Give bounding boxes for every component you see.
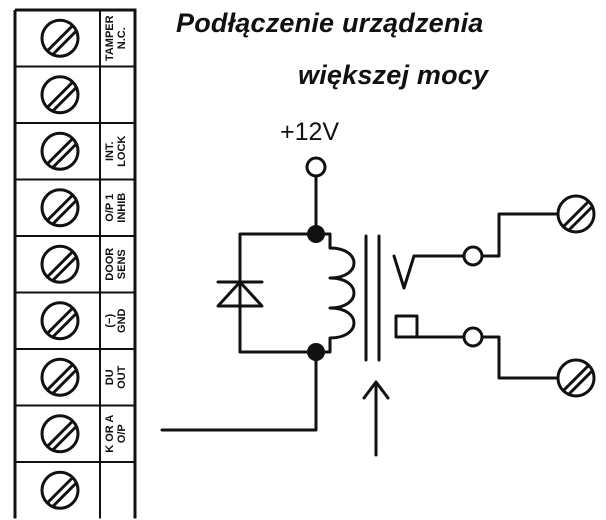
relay-coil-icon (314, 232, 356, 354)
diagram-title-line-2: większej mocy (298, 60, 489, 90)
contact-lower-terminal (462, 326, 484, 348)
terminal-label: DOOR (104, 248, 116, 281)
terminal-screw-icon (40, 75, 80, 115)
terminal-label: INHIB (116, 193, 128, 223)
contact-upper-icon (392, 254, 416, 290)
wiring (160, 156, 560, 457)
terminal-label: K OR A (104, 415, 116, 453)
contact-upper-terminal (462, 245, 484, 267)
terminal-label: DU (104, 369, 116, 385)
terminal-screw-icon (40, 188, 80, 228)
load-screw-top-icon (556, 194, 596, 234)
terminal-screw-icon (40, 301, 80, 341)
terminal-label: SENS (116, 249, 128, 279)
supply-terminal (305, 156, 327, 178)
terminal-screw-icon (40, 131, 80, 171)
terminal-label: N.C. (116, 27, 128, 49)
contact-lower-icon (394, 314, 419, 339)
diagram-title-line-1: Podłączenie urządzenia (176, 8, 484, 38)
terminal-screw-icon (40, 414, 80, 454)
terminal-screw-icon (40, 244, 80, 284)
terminal-label: TAMPER (104, 15, 116, 61)
terminal-label: LOCK (116, 136, 128, 167)
terminal-screw-icon (40, 470, 80, 510)
junction-dot-bottom (307, 343, 325, 361)
terminal-label: OUT (116, 365, 128, 389)
contact-lower-lead (480, 335, 560, 380)
output-wire (160, 350, 318, 432)
actuation-arrowhead (362, 380, 390, 400)
terminal-screw-icon (40, 18, 80, 58)
terminal-label: (−) (104, 314, 116, 328)
terminal-label: GND (116, 308, 128, 333)
terminal-label: INT. (104, 141, 116, 161)
load-screw-bottom-icon (556, 358, 596, 398)
diode-icon (216, 280, 264, 308)
terminal-screw-icon (40, 357, 80, 397)
contact-upper-lead (480, 212, 560, 258)
terminal-label: O/P 1 (104, 194, 116, 222)
diode-wire (238, 232, 318, 354)
supply-voltage-label: +12V (280, 118, 339, 146)
terminal-label: O/P (116, 424, 128, 443)
junction-dot-top (307, 225, 325, 243)
